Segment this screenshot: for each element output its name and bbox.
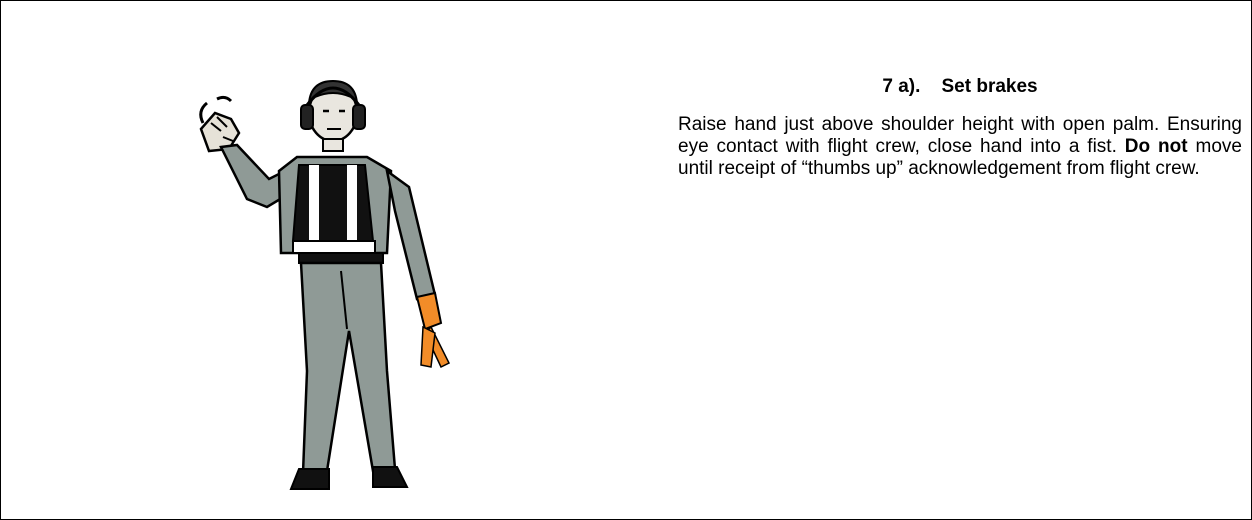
belt bbox=[299, 253, 383, 263]
motion-arc-icon bbox=[217, 97, 231, 101]
motion-arc-icon bbox=[201, 103, 207, 123]
marshaller-illustration bbox=[151, 71, 471, 501]
signal-heading: 7 a). Set brakes bbox=[678, 76, 1242, 98]
instruction-emphasis: Do not bbox=[1125, 136, 1188, 157]
left-boot bbox=[291, 469, 329, 489]
signal-instruction: Raise hand just above shoulder height wi… bbox=[678, 114, 1242, 180]
lowered-arm bbox=[387, 171, 435, 299]
legs bbox=[301, 263, 395, 473]
hi-vis-vest bbox=[293, 165, 373, 241]
marshaller-set-brakes-figure bbox=[151, 71, 471, 501]
signal-description: 7 a). Set brakes Raise hand just above s… bbox=[678, 76, 1242, 180]
wand-icon bbox=[417, 293, 441, 329]
right-boot bbox=[373, 467, 407, 487]
